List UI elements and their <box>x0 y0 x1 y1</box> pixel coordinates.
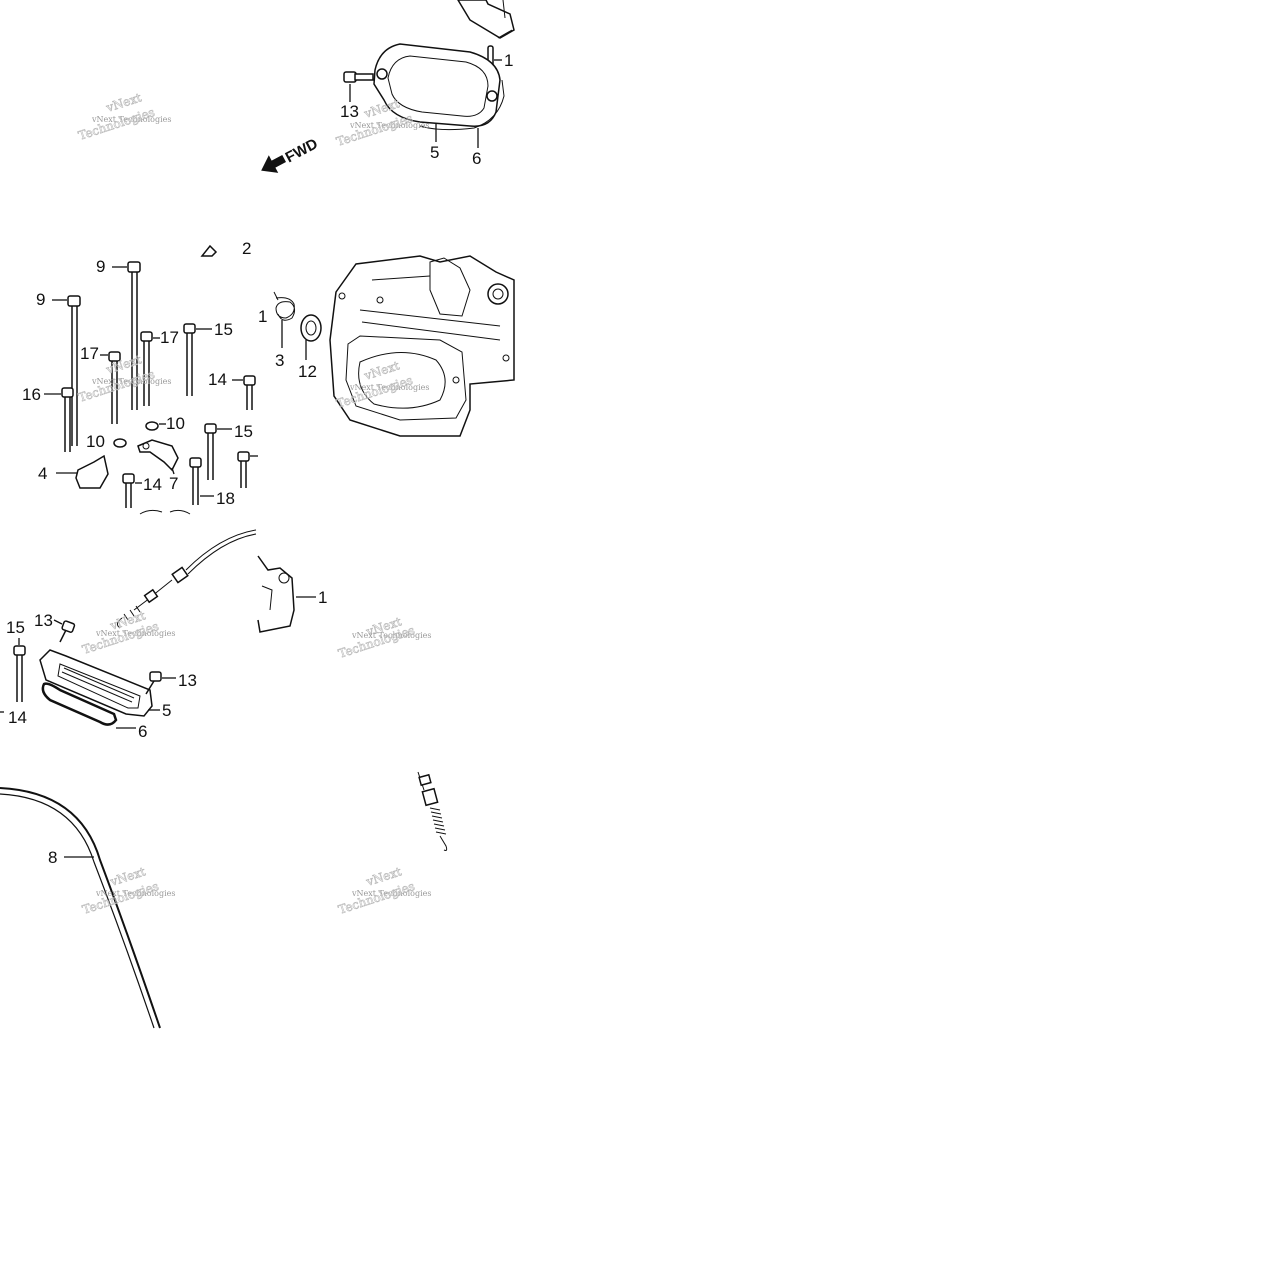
callout-10: 10 <box>86 432 105 451</box>
callout-3: 3 <box>275 351 284 370</box>
callout-12: 12 <box>298 362 317 381</box>
bolt-part <box>343 71 374 83</box>
callout-1: 1 <box>258 307 267 326</box>
fwd-arrow-icon: FWD <box>261 135 321 173</box>
svg-text:vNext Technologies: vNext Technologies <box>349 121 429 130</box>
bottom-panel: 8 vNext vNext Technologies Technologies … <box>0 771 448 1029</box>
bolt-14-part <box>122 473 135 508</box>
svg-text:vNext Technologies: vNext Technologies <box>95 889 175 898</box>
callout-9: 9 <box>36 290 45 309</box>
washer-10-part <box>113 438 127 448</box>
callout-14: 14 <box>143 475 162 494</box>
bolt-18-part <box>189 457 202 505</box>
callout-13: 13 <box>340 102 359 121</box>
callout-1: 1 <box>504 51 513 70</box>
cable-end-part <box>417 771 448 851</box>
gasket-part <box>41 682 118 726</box>
bolt-16-part <box>61 387 74 452</box>
housing-part <box>329 255 515 437</box>
callout-17: 17 <box>80 344 99 363</box>
callout-15: 15 <box>214 320 233 339</box>
watermark: vNext vNext Technologies Technologies <box>336 864 431 917</box>
middle-panel: 2 9 9 17 15 <box>22 239 515 515</box>
bolt-17-part <box>108 351 121 424</box>
lower-panel: 1 13 15 14 <box>0 529 431 741</box>
bolt-part <box>237 451 250 488</box>
svg-text:vNext Technologies: vNext Technologies <box>91 115 171 124</box>
gasket-part <box>419 79 505 131</box>
callout-6: 6 <box>138 722 147 741</box>
callout-17: 17 <box>160 328 179 347</box>
svg-text:vNext Technologies: vNext Technologies <box>351 631 431 640</box>
washer-10-part <box>145 421 159 431</box>
bolt-15-part <box>183 323 196 396</box>
bolt-15-part <box>204 423 217 480</box>
callout-15: 15 <box>6 618 25 637</box>
svg-text:vNext Technologies: vNext Technologies <box>351 889 431 898</box>
bolt-14-part <box>243 375 256 410</box>
svg-text:FWD: FWD <box>283 135 321 166</box>
callout-15: 15 <box>234 422 253 441</box>
callout-8: 8 <box>48 848 57 867</box>
clip-part <box>200 244 218 257</box>
bolt-15-part <box>13 645 26 702</box>
watermark: vNext vNext Technologies Technologies <box>80 864 175 917</box>
callout-13: 13 <box>178 671 197 690</box>
watermark: vNext vNext Technologies Technologies <box>80 608 175 657</box>
bracket-7-part <box>137 439 179 472</box>
callout-2: 2 <box>242 239 251 258</box>
callout-7: 7 <box>169 474 178 493</box>
svg-text:vNext Technologies: vNext Technologies <box>349 383 429 392</box>
pipe-elbow-part <box>457 0 515 39</box>
callout-5: 5 <box>162 701 171 720</box>
seal-12-part <box>300 314 322 342</box>
callout-14: 14 <box>8 708 27 727</box>
watermark: vNext vNext Technologies Technologies <box>336 614 431 661</box>
bolt-13-part <box>59 620 76 643</box>
callout-14: 14 <box>208 370 227 389</box>
callout-6: 6 <box>472 149 481 168</box>
bracket-4-part <box>75 454 109 489</box>
callout-18: 18 <box>216 489 235 508</box>
bolt-13-part <box>145 671 162 695</box>
callout-13: 13 <box>34 611 53 630</box>
top-panel: 1 13 5 6 FWD vNext vNext Technologie <box>76 0 515 173</box>
housing-fragment-part <box>257 555 295 633</box>
cover-plate-part <box>39 649 153 717</box>
watermark: vNext vNext Technologies Technologies <box>76 90 171 143</box>
svg-text:vNext Technologies: vNext Technologies <box>95 629 175 638</box>
cover-plate-part <box>373 43 501 127</box>
callout-9: 9 <box>96 257 105 276</box>
bolt-17-part <box>140 331 153 406</box>
callout-16: 16 <box>22 385 41 404</box>
long-bolt-9-part <box>127 261 141 410</box>
spring-3-part <box>273 291 296 321</box>
cable-part <box>116 529 257 629</box>
cable-8-part <box>0 787 161 1029</box>
callout-1: 1 <box>318 588 327 607</box>
callout-4: 4 <box>38 464 47 483</box>
long-bolt-9-part <box>67 295 81 446</box>
callout-10: 10 <box>166 414 185 433</box>
svg-text:vNext Technologies: vNext Technologies <box>91 377 171 386</box>
callout-5: 5 <box>430 143 439 162</box>
